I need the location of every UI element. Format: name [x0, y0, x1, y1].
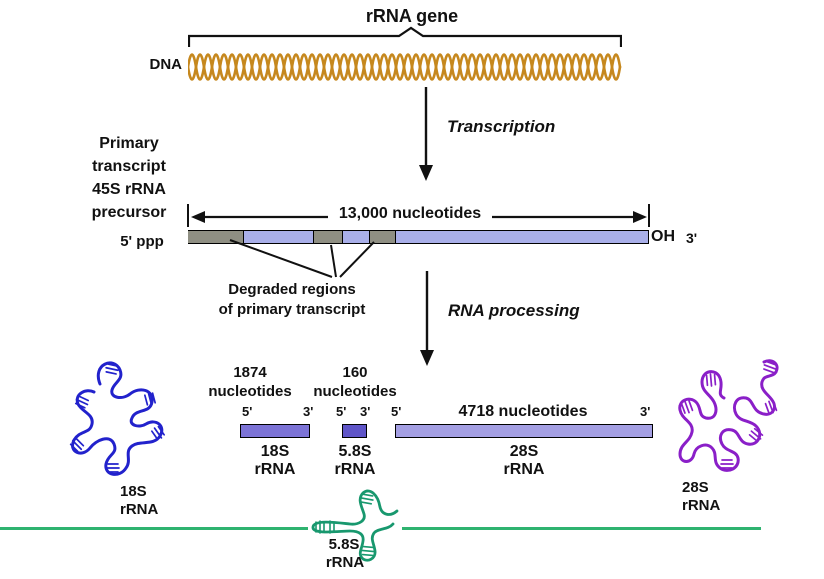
transcription-arrow	[419, 87, 433, 181]
name-18s: 18S	[260, 443, 290, 460]
structure-label-28s: 28S	[682, 479, 709, 496]
gene-span-bracket	[188, 26, 622, 47]
three-prime-28s: 3'	[640, 404, 651, 419]
kind-28s: rRNA	[503, 461, 545, 478]
rrna-gene-title: rRNA gene	[365, 6, 459, 26]
primary-transcript-label-line: precursor	[91, 204, 167, 221]
bar-28s-rrna	[395, 424, 653, 438]
dna-label: DNA	[149, 56, 183, 73]
structure-label-18s-kind: rRNA	[120, 501, 159, 518]
three-prime-18s: 3'	[303, 404, 314, 419]
structure-label-58s: 5.8S	[328, 536, 360, 553]
structure-label-28s-kind: rRNA	[682, 497, 721, 514]
five-prime-28s: 5'	[391, 404, 402, 419]
primary-transcript-label-line: 45S rRNA	[92, 181, 166, 198]
primary-transcript-label-line: transcript	[92, 158, 166, 175]
size-18s: 1874	[233, 364, 267, 381]
primary-transcript-label-line: Primary	[99, 135, 159, 152]
three-prime-58s: 3'	[360, 404, 371, 419]
degraded-regions-label: Degraded regions	[228, 281, 356, 298]
bar-58s-rrna	[342, 424, 367, 438]
divider-line	[402, 527, 761, 530]
three-prime-label: 3'	[686, 230, 698, 246]
five-prime-ppp-label: 5' ppp	[120, 233, 164, 250]
rna-processing-label: RNA processing	[448, 301, 580, 320]
size-unit-18s: nucleotides	[208, 383, 292, 400]
structure-label-58s-kind: rRNA	[325, 554, 365, 571]
kind-58s: rRNA	[334, 461, 376, 478]
rna-processing-arrow	[420, 271, 434, 366]
five-prime-58s: 5'	[336, 404, 347, 419]
size-58s: 160	[342, 364, 368, 381]
bar-18s-rrna	[240, 424, 310, 438]
size-28s: 4718 nucleotides	[458, 403, 588, 420]
degraded-segment	[369, 231, 396, 243]
structure-label-18s: 18S	[120, 483, 147, 500]
dna-helix-graphic	[188, 53, 622, 81]
degraded-pointer-lines	[229, 239, 375, 278]
kind-18s: rRNA	[254, 461, 296, 478]
five-prime-18s: 5'	[242, 404, 253, 419]
oh-label: OH	[651, 228, 675, 245]
degraded-regions-label: of primary transcript	[218, 301, 366, 318]
28s-rrna-structure	[678, 359, 779, 472]
name-28s: 28S	[509, 443, 539, 460]
transcription-label: Transcription	[447, 117, 556, 136]
measure-tick-left	[187, 204, 189, 227]
18s-rrna-structure	[69, 361, 165, 476]
primary-transcript-bar	[188, 230, 649, 244]
degraded-segment	[313, 231, 343, 243]
size-unit-58s: nucleotides	[313, 383, 397, 400]
58s-rrna-structure	[311, 489, 399, 562]
name-58s: 5.8S	[338, 443, 372, 460]
measure-tick-right	[648, 204, 650, 227]
length-measure-arrow	[191, 211, 647, 223]
length-label: 13,000 nucleotides	[338, 205, 482, 222]
primary-transcript-label: Primary transcript 45S rRNA precursor	[50, 132, 208, 224]
divider-line	[0, 527, 308, 530]
